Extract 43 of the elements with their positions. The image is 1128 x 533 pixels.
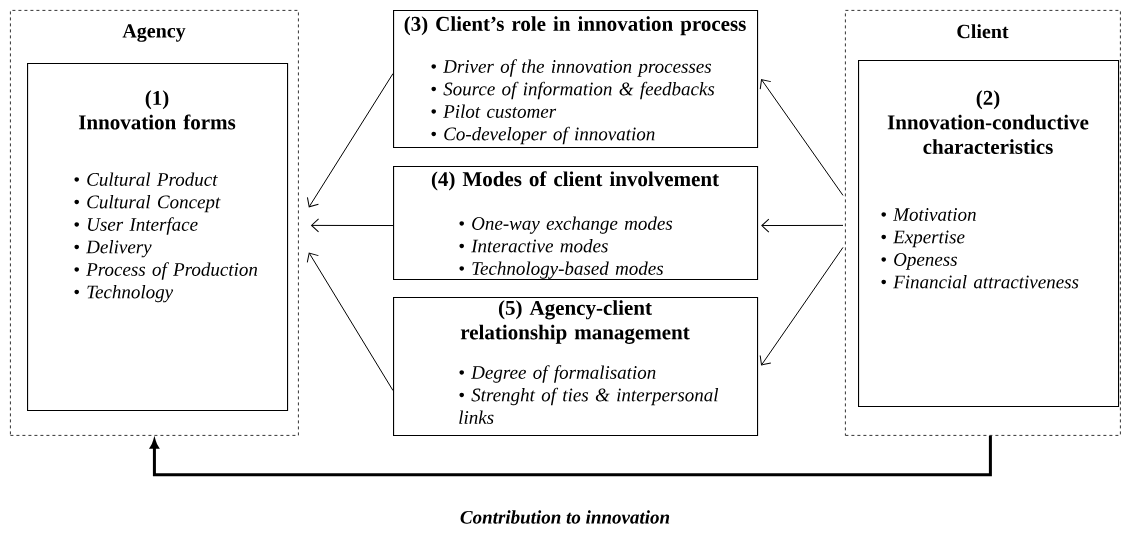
dashed-group-box	[845, 10, 1121, 436]
list-item: • Interactive modes	[459, 239, 608, 253]
box-heading: (3) Client’s role in innovation process	[404, 16, 746, 36]
list-item: • User Interface	[74, 217, 198, 235]
list-item: • Cultural Product	[74, 172, 218, 186]
dashed-group-box	[10, 10, 299, 436]
edge-label: Contribution to innovation	[458, 509, 672, 525]
list-item: • Technology	[74, 285, 174, 303]
list-item: • Co-developer of innovation	[431, 126, 655, 145]
list-item: • Technology-based modes	[459, 261, 664, 279]
list-item: • Motivation	[881, 208, 976, 221]
arrow	[761, 218, 844, 233]
list-item: • Source of information & feedbacks	[431, 81, 715, 100]
box-heading: Innovation-conductive characteristics	[887, 114, 1089, 154]
arrow	[306, 73, 394, 208]
text-box	[393, 166, 759, 281]
list-item: • Financial attractiveness	[881, 275, 1079, 289]
list-item: • One-way exchange modes	[459, 216, 673, 234]
text-box	[393, 297, 759, 437]
list-item: • Openess	[881, 253, 957, 270]
list-item: • Driver of the innovation processes	[431, 59, 712, 77]
box-heading: (4) Modes of client involvement	[431, 171, 719, 191]
list-item: • Degree of formalisation	[459, 365, 656, 383]
text-box	[393, 10, 759, 149]
list-item: • Expertise	[881, 230, 965, 248]
list-item: • Process of Production	[74, 262, 258, 280]
box-heading: Agency	[122, 24, 186, 42]
box-heading: Innovation forms	[78, 114, 236, 130]
list-item: • Cultural Concept	[74, 195, 221, 213]
arrow	[311, 218, 394, 233]
list-item: • Pilot customer	[431, 104, 557, 118]
box-heading: Client	[957, 24, 1009, 39]
box-heading: (1)	[145, 90, 169, 110]
text-box	[858, 60, 1120, 408]
arrow	[759, 79, 844, 196]
arrow	[150, 435, 992, 477]
arrow	[759, 246, 844, 366]
box-heading: (5) Agency-client relationship management	[460, 300, 690, 344]
list-item: • Delivery	[74, 240, 152, 258]
text-box	[27, 63, 289, 412]
box-heading: (2)	[976, 90, 1000, 110]
list-item: • Strenght of ties & interpersonal links	[459, 387, 719, 424]
arrow	[306, 252, 394, 392]
